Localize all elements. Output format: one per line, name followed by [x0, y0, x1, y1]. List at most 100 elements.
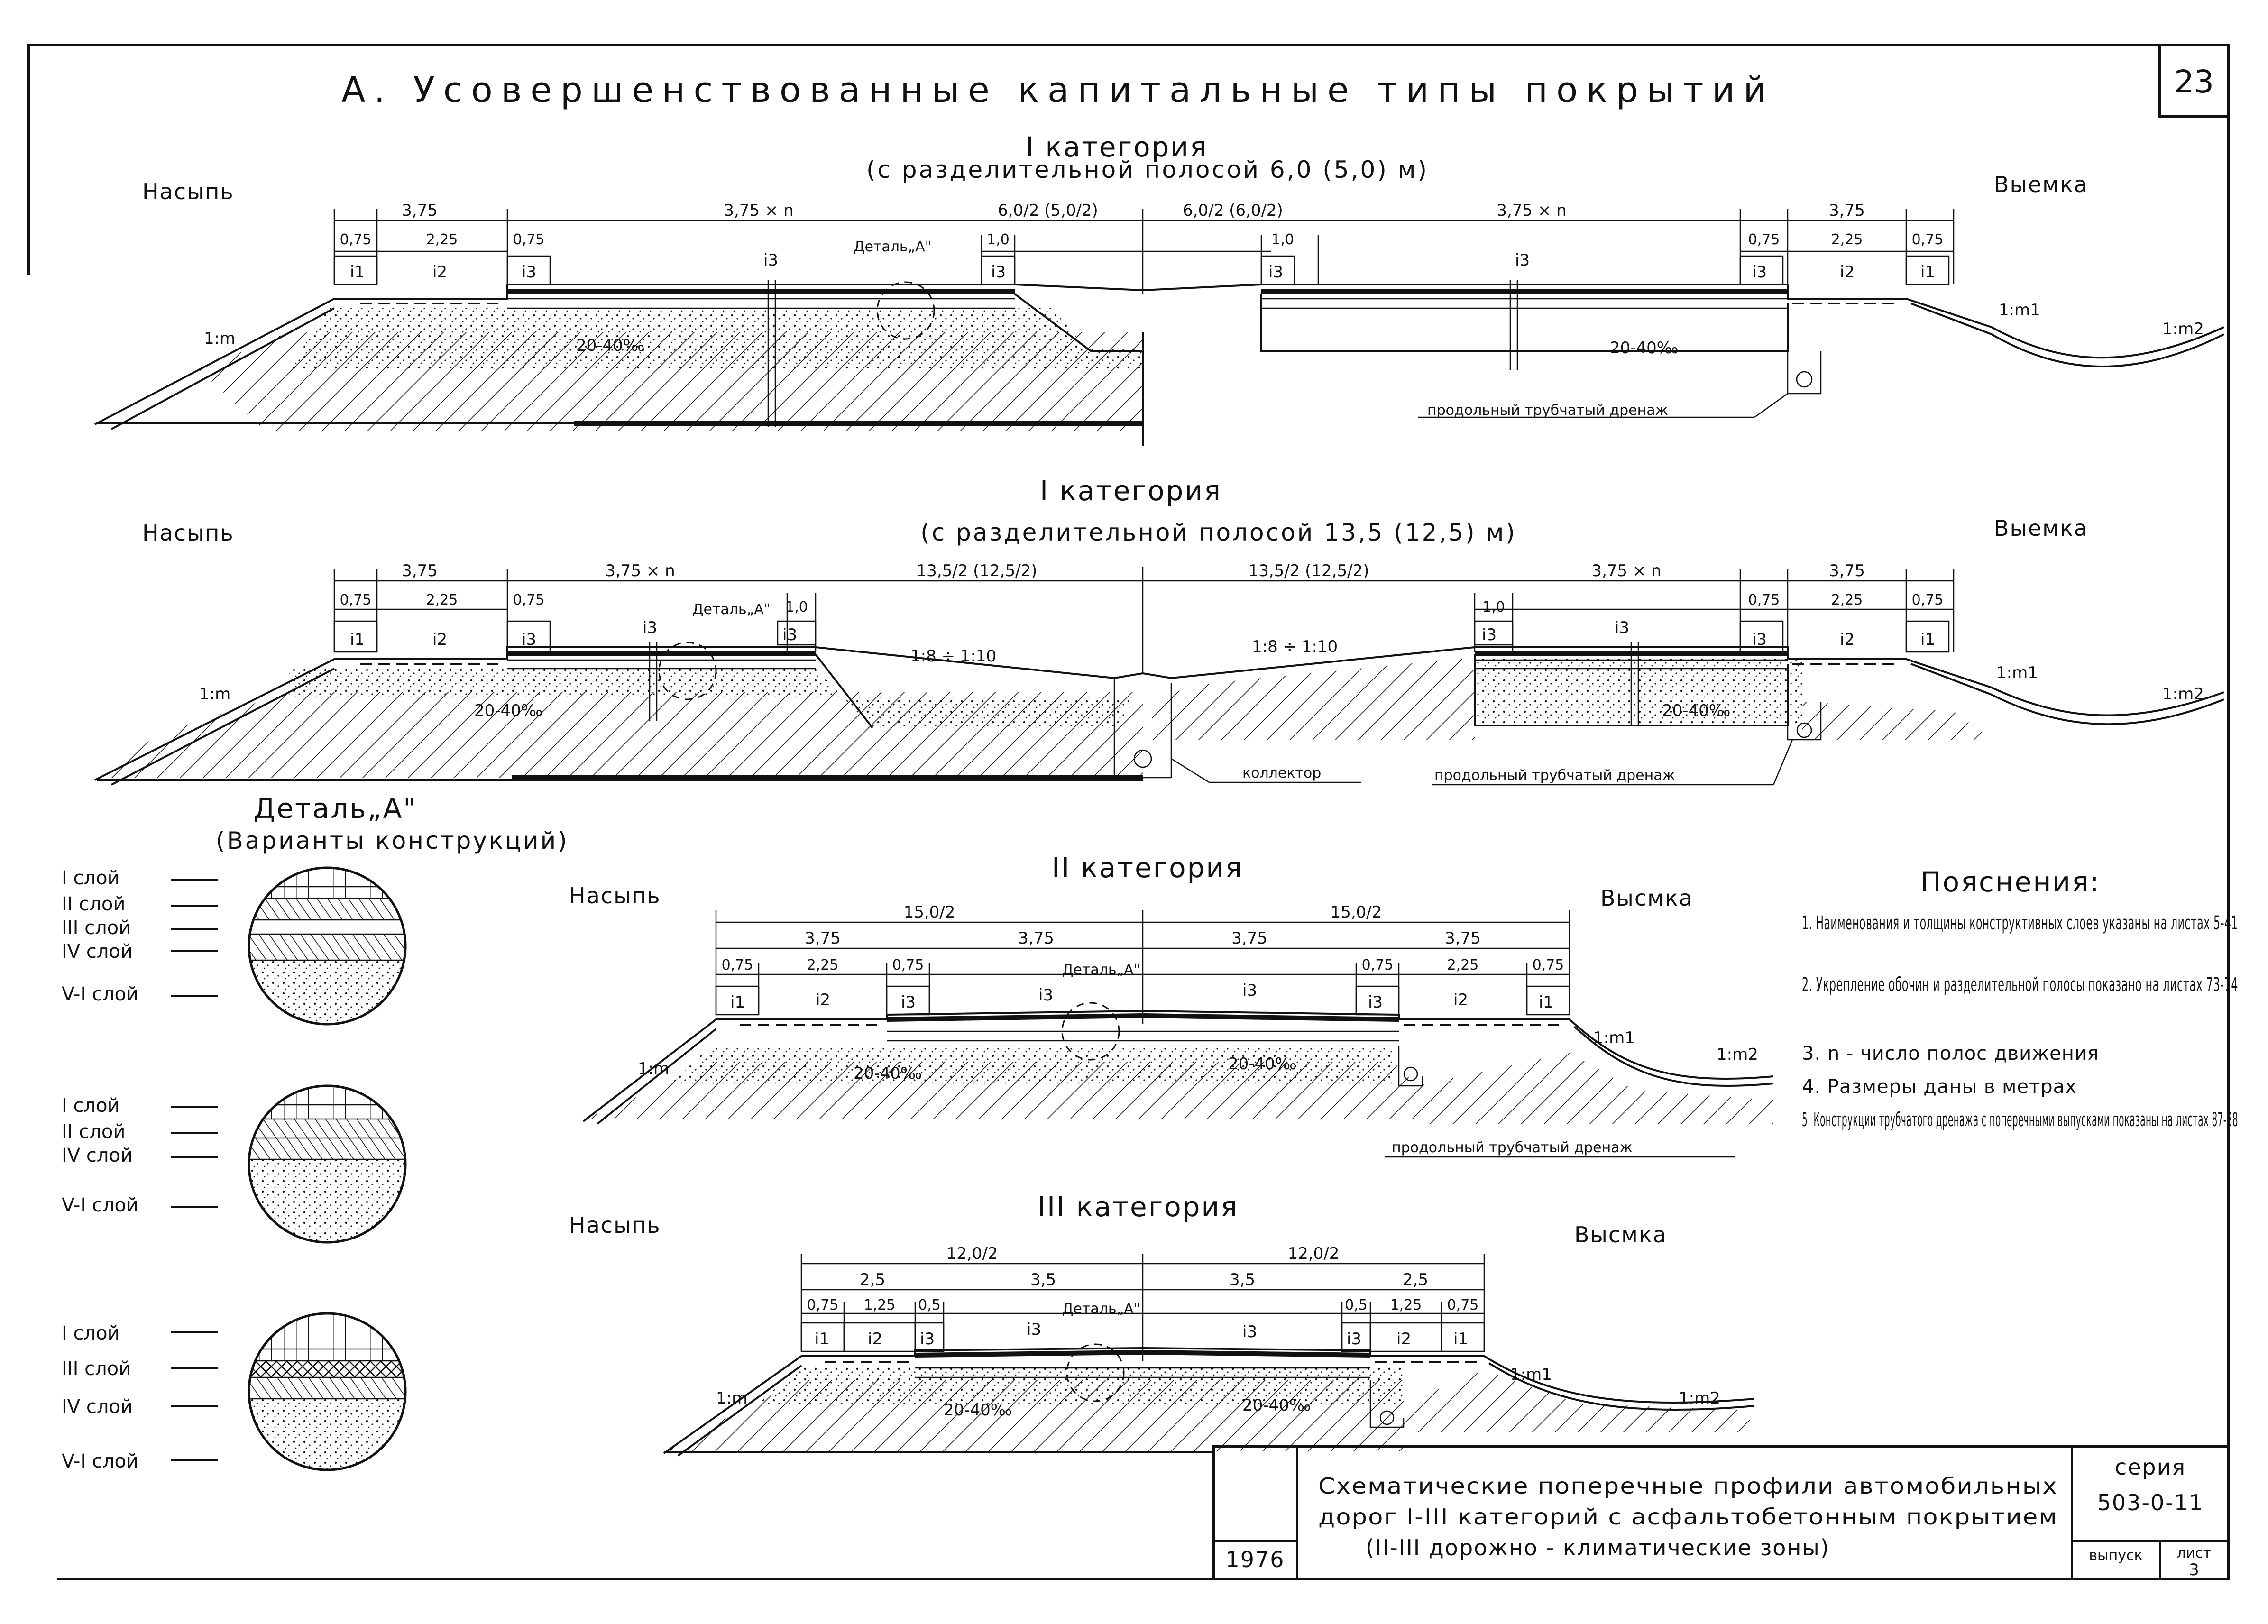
- s4-sub-3: 0,5: [918, 1297, 941, 1313]
- s4-i3-mid-right: i3: [1242, 1322, 1257, 1341]
- stamp-sheet-number: 3: [2189, 1560, 2199, 1579]
- s1-dim-5: 3,75 × n: [1497, 201, 1566, 220]
- s3-sub-1: 0,75: [722, 957, 753, 973]
- section-1-dimension-chain: [333, 209, 1955, 294]
- detail-subtitle: (Варианты конструкций): [216, 827, 569, 854]
- s1-dim-6: 3,75: [1829, 201, 1865, 220]
- s4-dim-6: 2,5: [1403, 1270, 1428, 1289]
- s4-slope-m1: 1:m1: [1510, 1365, 1552, 1384]
- d3-layer-4: V-I слой: [62, 1450, 138, 1472]
- section-4-embankment-label: Насыпь: [569, 1212, 661, 1238]
- section-3-category: II категория: [1052, 852, 1243, 884]
- s1-sub-8: 0,75: [1912, 231, 1944, 248]
- s2-dim-4: 13,5/2 (12,5/2): [1249, 561, 1369, 580]
- s2-dim-2: 3,75 × n: [605, 561, 675, 580]
- s2-dim-1: 3,75: [402, 561, 438, 580]
- s2-collector-label: коллектор: [1242, 765, 1321, 781]
- s1-sub-3: 0,75: [513, 231, 545, 248]
- s1-sub-2: 2,25: [426, 231, 458, 248]
- s2-i3-left: i3: [522, 630, 536, 649]
- section-2-embankment-label: Насыпь: [142, 520, 234, 546]
- s1-i3-mid-left: i3: [763, 251, 778, 270]
- s4-i3-left: i3: [920, 1330, 935, 1349]
- s1-crossfall-right: 20-40‰: [1610, 339, 1678, 358]
- s1-i2-left: i2: [432, 263, 447, 282]
- s3-slope-m1: 1:m1: [1593, 1028, 1635, 1047]
- s3-crossfall-right: 20-40‰: [1228, 1055, 1296, 1073]
- s3-i3-left: i3: [901, 993, 916, 1012]
- s2-sub-2: 2,25: [426, 592, 458, 608]
- stamp-title-2: дорог I-III категорий с асфальтобетонным…: [1318, 1504, 2058, 1530]
- section-1-cutting-label: Выемка: [1994, 172, 2088, 197]
- s3-i3-mid-left: i3: [1038, 986, 1053, 1005]
- s3-drain-label: продольный трубчатый дренаж: [1392, 1139, 1633, 1156]
- sheet-title: А. Усовершенствованные капитальные типы …: [341, 70, 1775, 110]
- s4-i3-mid-left: i3: [1027, 1320, 1041, 1339]
- s4-sub-2: 1,25: [864, 1297, 896, 1313]
- d3-layer-1: I слой: [62, 1322, 120, 1344]
- stamp-series: 503-0-11: [2097, 1490, 2204, 1515]
- s2-sub-8: 0,75: [1912, 592, 1944, 608]
- s2-sub-4: 1,0: [785, 599, 808, 615]
- section-2-cutting-label: Выемка: [1994, 515, 2088, 541]
- section-2-category: I категория: [1040, 475, 1222, 507]
- s4-i1-right: i1: [1453, 1330, 1468, 1349]
- s2-sub-5: 1,0: [1482, 599, 1505, 615]
- d3-layer-2: III слой: [62, 1358, 131, 1380]
- stamp-series-label: серия: [2115, 1454, 2186, 1480]
- s2-sub-1: 0,75: [340, 592, 372, 608]
- s3-i1-right: i1: [1539, 993, 1553, 1012]
- section-1-embankment-label: Насыпь: [142, 179, 234, 204]
- s4-sub-4: 0,5: [1345, 1297, 1368, 1313]
- s4-slope-m2: 1:m2: [1679, 1389, 1720, 1408]
- s1-i3-median-right: i3: [1268, 263, 1283, 282]
- d2-layer-4: V-I слой: [62, 1194, 138, 1216]
- d1-layer-5: V-I слой: [62, 983, 138, 1005]
- note-3: 3. n - число полос движения: [1802, 1043, 2099, 1064]
- s1-slope-m2: 1:m2: [2162, 320, 2204, 339]
- title-block: [1212, 1445, 2230, 1580]
- s3-sub-4: 0,75: [1362, 957, 1394, 973]
- s4-dim-3: 2,5: [860, 1270, 885, 1289]
- s2-median-slope-left: 1:8 ÷ 1:10: [910, 647, 996, 666]
- s1-dim-1: 3,75: [402, 201, 438, 220]
- s2-slope-m: 1:m: [199, 685, 230, 704]
- d1-layer-3: III слой: [62, 917, 131, 939]
- note-5: 5. Конструкции трубчатого дренажа с попе…: [1802, 1109, 2238, 1131]
- s1-i1-left: i1: [350, 263, 365, 282]
- s1-sub-5: 1,0: [1271, 231, 1294, 248]
- section-1-subtitle: (с разделительной полосой 6,0 (5,0) м): [866, 156, 1429, 184]
- s4-crossfall-left: 20-40‰: [944, 1401, 1012, 1420]
- detail-title: Деталь„А": [254, 792, 417, 825]
- s2-median-slope-right: 1:8 ÷ 1:10: [1252, 637, 1338, 656]
- s1-i2-right: i2: [1840, 263, 1855, 282]
- s2-i3-median-left: i3: [782, 625, 797, 644]
- s2-i1-right: i1: [1920, 630, 1935, 649]
- detail-a: Деталь„А" (Варианты конструкций) I слой …: [62, 792, 569, 1472]
- s1-i3-median-left: i3: [991, 263, 1006, 282]
- s3-sub-2: 2,25: [807, 957, 839, 973]
- s3-detail-callout: Деталь„А": [1062, 962, 1140, 978]
- s3-dim-4: 3,75: [1018, 929, 1054, 948]
- s4-crossfall-right: 20-40‰: [1242, 1396, 1311, 1415]
- stamp-year: 1976: [1225, 1547, 1285, 1572]
- s3-dim-2: 15,0/2: [1331, 903, 1382, 922]
- s2-sub-3: 0,75: [513, 592, 545, 608]
- s2-sub-6: 0,75: [1748, 592, 1780, 608]
- s1-i3-left: i3: [522, 263, 536, 282]
- s2-i3-median-right: i3: [1482, 625, 1497, 644]
- s4-slope-m: 1:m: [716, 1389, 747, 1408]
- s3-i3-right: i3: [1368, 993, 1383, 1012]
- s2-drain-label: продольный трубчатый дренаж: [1434, 767, 1675, 784]
- d2-layer-2: II слой: [62, 1121, 125, 1143]
- section-4-category: III категория: [1038, 1191, 1239, 1223]
- s1-dim-2: 3,75 × n: [724, 201, 793, 220]
- s3-dim-3: 3,75: [805, 929, 841, 948]
- notes-title: Пояснения:: [1920, 866, 2101, 898]
- s3-sub-3: 0,75: [892, 957, 924, 973]
- s4-i2-left: i2: [868, 1330, 882, 1349]
- s1-detail-callout: Деталь„А": [854, 239, 931, 255]
- stamp-title-3: (II-III дорожно - климатические зоны): [1366, 1535, 1830, 1560]
- s1-slope-m: 1:m: [204, 329, 235, 348]
- s1-sub-7: 2,25: [1831, 231, 1863, 248]
